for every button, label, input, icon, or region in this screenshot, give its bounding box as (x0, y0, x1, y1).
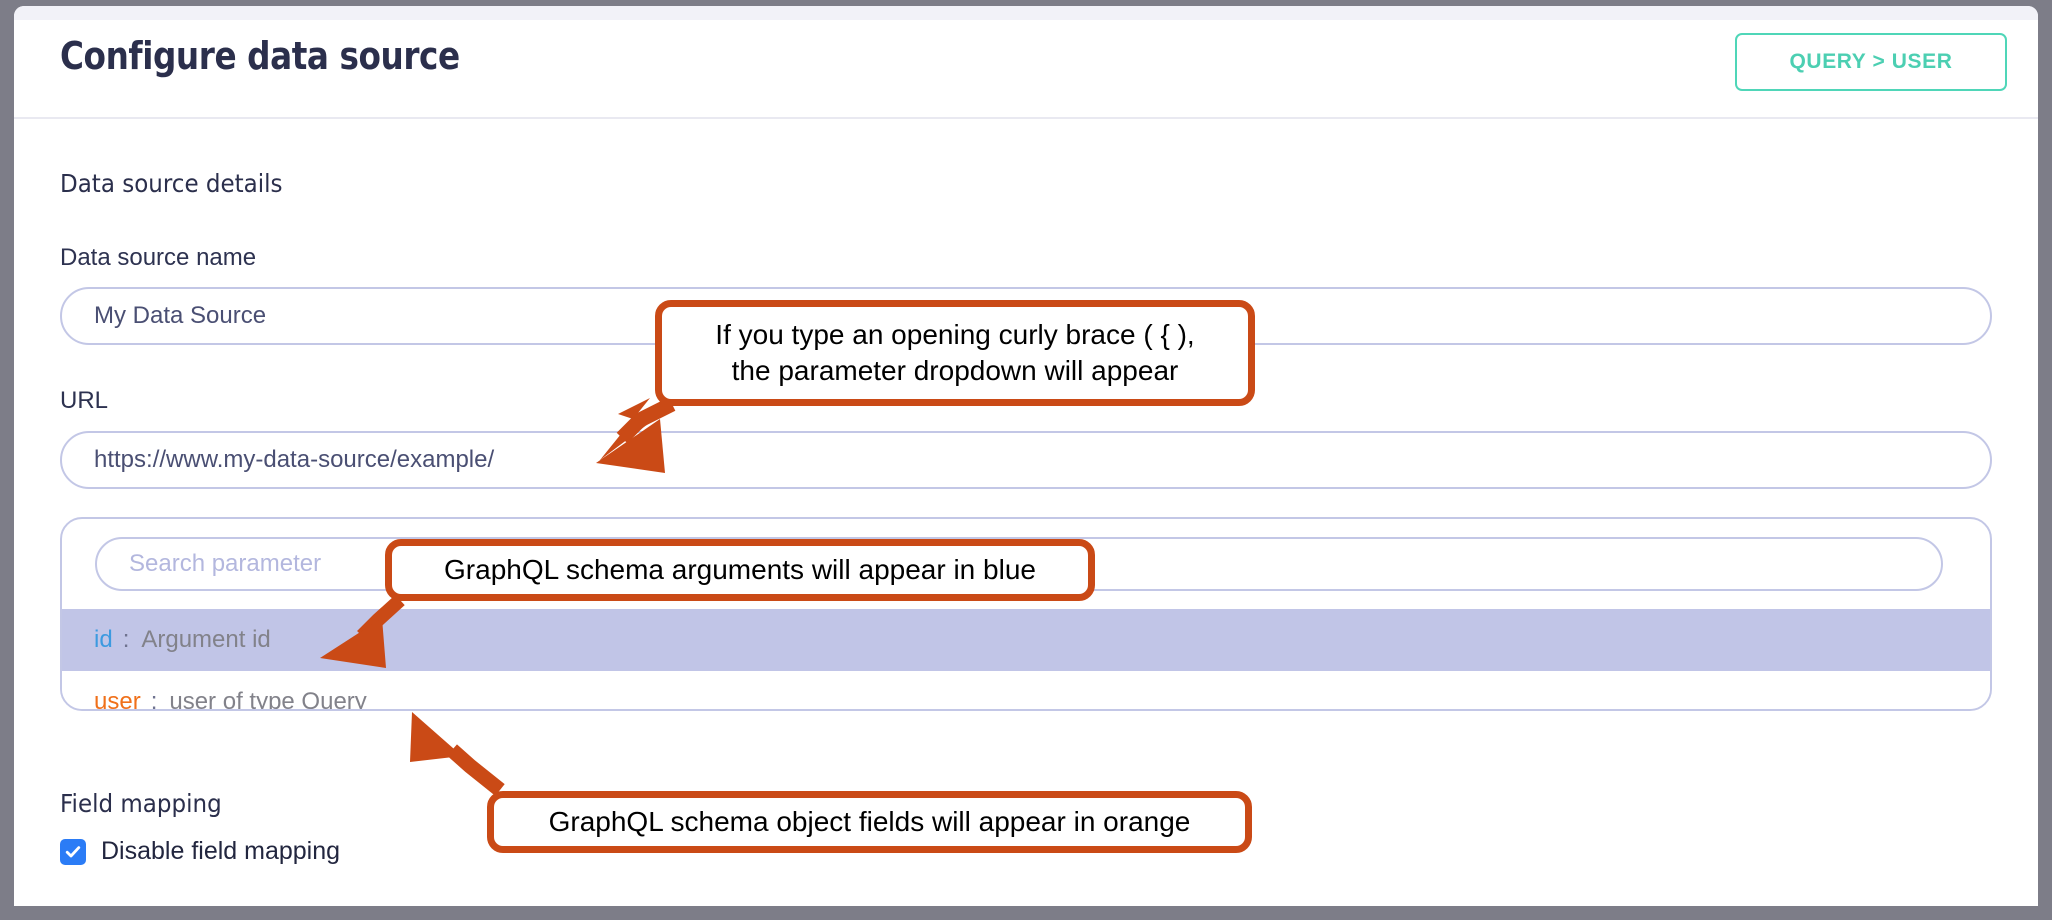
card-top-tint (14, 6, 2038, 20)
data-source-name-input[interactable]: My Data Source (60, 287, 1992, 345)
section-heading-field-mapping: Field mapping (60, 789, 222, 818)
parameter-key: id (94, 626, 113, 653)
parameter-option-user[interactable]: user : user of type Query (62, 671, 1990, 711)
parameter-colon: : (122, 626, 130, 653)
parameter-description: Argument id (141, 626, 271, 653)
parameter-description: user of type Query (169, 688, 367, 711)
parameter-option-id[interactable]: id : Argument id (62, 609, 1990, 671)
section-heading-data-source-details: Data source details (60, 169, 283, 198)
disable-field-mapping-label: Disable field mapping (101, 837, 341, 865)
checkbox-checked-icon[interactable] (60, 838, 86, 865)
parameter-colon: : (150, 688, 158, 711)
label-data-source-name: Data source name (60, 244, 257, 271)
parameter-key: user (94, 688, 141, 711)
label-url: URL (60, 387, 109, 414)
url-input[interactable]: https://www.my-data-source/example/ (60, 431, 1992, 489)
card-header: Configure data source QUERY > USER (14, 6, 2038, 119)
disable-field-mapping-row[interactable]: Disable field mapping (60, 837, 340, 866)
search-parameter-input[interactable]: Search parameter (95, 537, 1943, 591)
configure-data-source-card: Configure data source QUERY > USER Data … (14, 6, 2038, 906)
page-title: Configure data source (60, 34, 460, 78)
parameter-dropdown-panel: Search parameter id : Argument id user :… (60, 517, 1992, 711)
query-user-button[interactable]: QUERY > USER (1735, 33, 2007, 91)
